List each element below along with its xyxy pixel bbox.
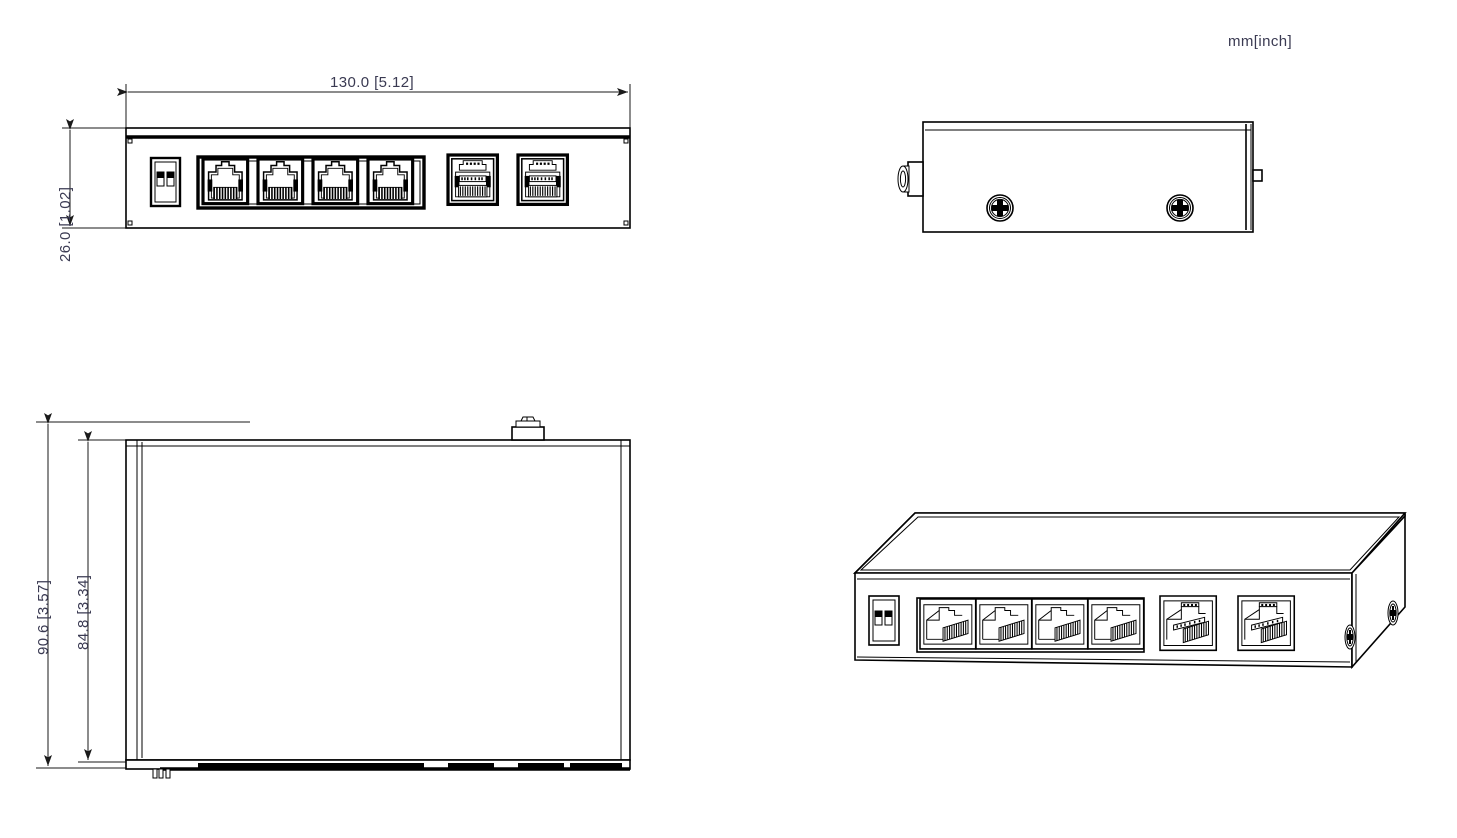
rj45-iso-port-1 xyxy=(919,598,977,650)
dimension-width-label: 130.0 [5.12] xyxy=(330,74,414,91)
front-view: 130.0 [5.12] 26.0 [1.02] xyxy=(57,74,631,262)
dip-switch-iso xyxy=(868,595,900,646)
dimension-height: 26.0 [1.02] xyxy=(57,119,128,262)
top-front-panel-strip xyxy=(125,759,631,779)
rj45-port-block-front xyxy=(196,155,426,210)
dimension-depth-overall-label: 90.6 [3.57] xyxy=(35,580,52,655)
rj45-port-4 xyxy=(366,157,415,206)
rj45-port-1 xyxy=(201,157,250,206)
rj45-port-block-iso xyxy=(916,597,1145,653)
isometric-view xyxy=(853,512,1407,670)
dip-switch-front xyxy=(149,156,182,208)
units-note: mm[inch] xyxy=(1228,33,1292,50)
dc-power-jack xyxy=(897,161,924,197)
rj45-iso-port-2 xyxy=(975,598,1033,650)
top-chassis xyxy=(125,439,631,761)
rj45-iso-uplink-2 xyxy=(1237,595,1296,652)
rj45-uplink-port-2 xyxy=(516,153,570,207)
top-view: 90.6 [3.57] 84.8 [3.34] xyxy=(35,413,631,779)
rear-screw-1 xyxy=(986,194,1014,222)
top-power-connector xyxy=(511,416,545,441)
rj45-port-3 xyxy=(311,157,360,206)
rj45-port-2 xyxy=(256,157,305,206)
rj45-uplink-port-1 xyxy=(446,153,500,207)
iso-side-screw-2 xyxy=(1387,600,1399,626)
iso-side-screw-1 xyxy=(1344,624,1356,650)
dimension-depth-body-label: 84.8 [3.34] xyxy=(75,575,92,650)
rear-screw-2 xyxy=(1166,194,1194,222)
dimension-height-label: 26.0 [1.02] xyxy=(57,187,74,262)
rj45-iso-port-3 xyxy=(1031,598,1089,650)
dimension-width: 130.0 [5.12] xyxy=(117,74,631,133)
dimension-depth-overall: 90.6 [3.57] xyxy=(35,413,250,769)
rj45-iso-port-4 xyxy=(1087,598,1145,650)
side-tab xyxy=(1252,169,1263,182)
rj45-iso-uplink-1 xyxy=(1159,595,1218,652)
rear-view xyxy=(897,121,1263,233)
